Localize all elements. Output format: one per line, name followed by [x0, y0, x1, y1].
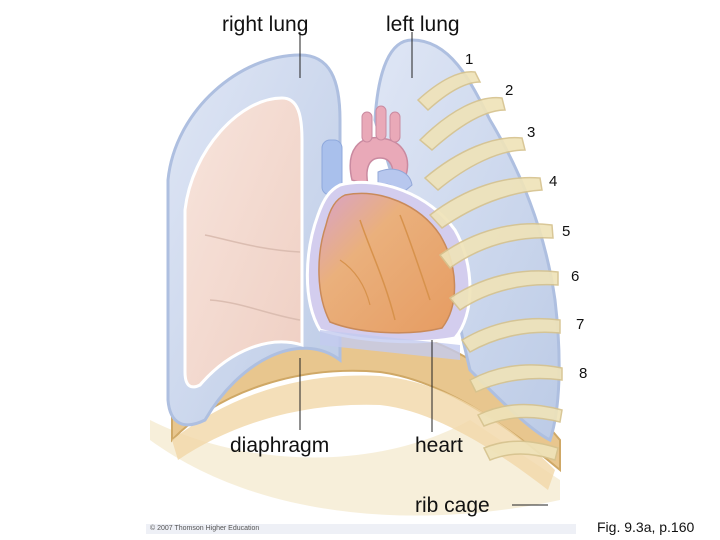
rib-number-7: 7 [576, 316, 585, 333]
aortic-branch-2 [375, 105, 387, 141]
heart-group [305, 180, 472, 360]
rib-7 [460, 317, 561, 353]
rib-number-2: 2 [505, 82, 514, 99]
coronary-vessel-2 [399, 214, 431, 301]
rib-number-8: 8 [579, 365, 588, 382]
rib-8 [469, 364, 563, 393]
right-lung-fissure [204, 234, 301, 253]
ribs [416, 71, 563, 461]
rib-cage-lower-arc [150, 420, 560, 516]
coronary-vessel-1 [359, 219, 396, 321]
rib-number-5: 5 [562, 223, 571, 240]
rib-number-6: 6 [571, 268, 580, 285]
mediastinum-fibers [320, 330, 460, 360]
rib-1 [416, 71, 482, 112]
rib-cage [150, 420, 560, 516]
copyright-notice: © 2007 Thomson Higher Education [150, 525, 260, 532]
diaphragm-under [172, 375, 555, 490]
rib-4 [428, 176, 543, 229]
rib-2 [418, 96, 506, 151]
left-lung-label: left lung [386, 13, 460, 36]
heart-label: heart [415, 434, 463, 457]
rib-5 [438, 223, 554, 270]
rib-10 [482, 440, 559, 461]
figure-caption: Fig. 9.3a, p.160 [597, 519, 695, 535]
rib-number-3: 3 [527, 124, 536, 141]
rib-cage-label: rib cage [415, 494, 490, 517]
aortic-branch-3 [389, 111, 401, 143]
diaphragm-label: diaphragm [230, 434, 330, 457]
rib-6 [448, 270, 559, 311]
great-vessels [321, 105, 413, 196]
rib-3 [423, 136, 526, 191]
right-lung-fissure-2 [209, 299, 301, 321]
coronary-vessel-3 [339, 259, 371, 306]
rib-number-4: 4 [549, 173, 558, 190]
heart-shape [318, 192, 456, 334]
rib-number-1: 1 [465, 51, 474, 68]
right-lung-label: right lung [222, 13, 309, 36]
right-lung-inner [183, 96, 304, 389]
copyright-strip [146, 524, 576, 534]
aortic-branch-1 [361, 111, 373, 143]
leader-lines [299, 32, 548, 506]
rib-9 [476, 403, 563, 427]
right-lung [166, 53, 342, 427]
